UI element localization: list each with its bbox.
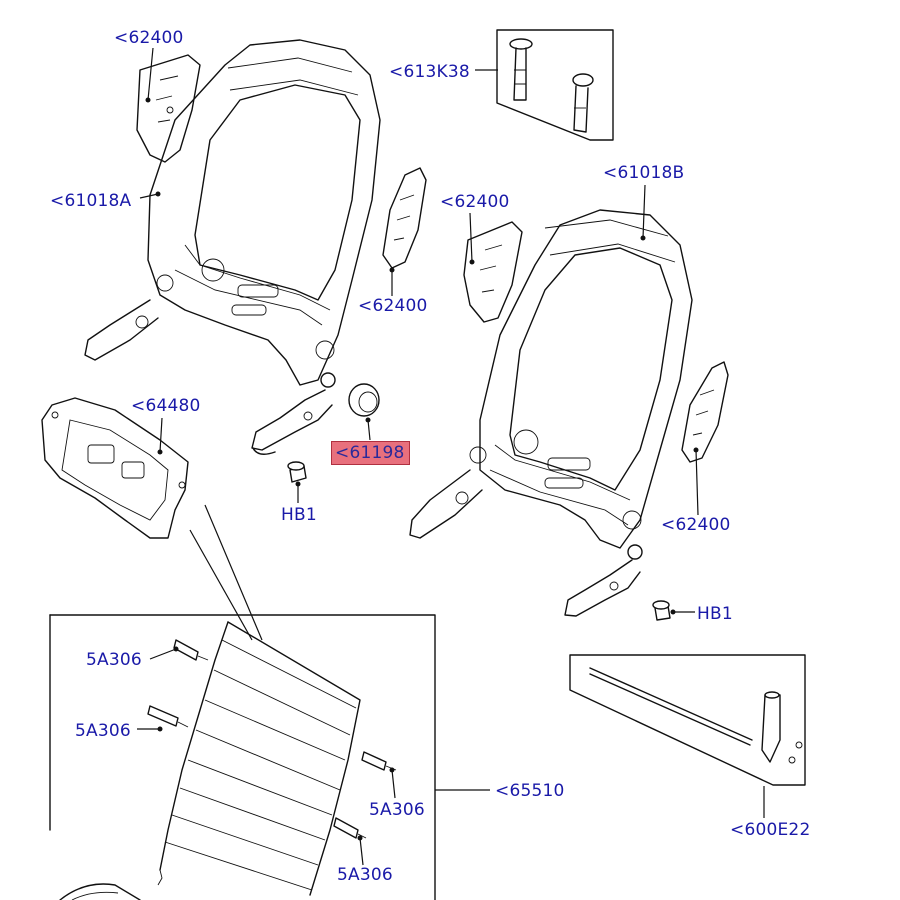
callout-5a306-c[interactable]: 5A306 bbox=[369, 800, 425, 820]
callout-61018b[interactable]: <61018B bbox=[603, 163, 685, 183]
callout-61018a[interactable]: <61018A bbox=[50, 191, 132, 211]
lumbar-mat-box-65510 bbox=[49, 614, 436, 900]
callout-62400-top-left[interactable]: <62400 bbox=[114, 28, 184, 48]
callout-600e22[interactable]: <600E22 bbox=[730, 820, 811, 840]
callout-62400-middle[interactable]: <62400 bbox=[358, 296, 428, 316]
callout-hb1-left[interactable]: HB1 bbox=[281, 505, 317, 525]
bracket-62400-right-side bbox=[681, 361, 729, 463]
callout-62400-right-side[interactable]: <62400 bbox=[661, 515, 731, 535]
part-613k38-box bbox=[496, 29, 614, 141]
rod-box-600e22 bbox=[569, 654, 806, 786]
callout-5a306-d[interactable]: 5A306 bbox=[337, 865, 393, 885]
callout-64480[interactable]: <64480 bbox=[131, 396, 201, 416]
leader-lines bbox=[137, 47, 765, 866]
callout-613k38[interactable]: <613K38 bbox=[389, 62, 470, 82]
seat-frame-right bbox=[409, 209, 693, 617]
bolt-hb1-right bbox=[652, 600, 671, 621]
seat-frame-left bbox=[84, 39, 381, 455]
callout-5a306-b[interactable]: 5A306 bbox=[75, 721, 131, 741]
bracket-62400-top-left bbox=[136, 54, 201, 163]
bracket-62400-side-middle bbox=[382, 167, 427, 269]
callout-hb1-right[interactable]: HB1 bbox=[697, 604, 733, 624]
callout-61198[interactable]: <61198 bbox=[331, 441, 410, 465]
knob-61198 bbox=[348, 383, 380, 417]
callout-65510[interactable]: <65510 bbox=[495, 781, 565, 801]
callout-5a306-a[interactable]: 5A306 bbox=[86, 650, 142, 670]
bolt-hb1-left bbox=[287, 461, 307, 483]
bracket-62400-right-top bbox=[463, 221, 523, 323]
callout-62400-right-top[interactable]: <62400 bbox=[440, 192, 510, 212]
lumbar-panel-64480 bbox=[41, 397, 189, 539]
